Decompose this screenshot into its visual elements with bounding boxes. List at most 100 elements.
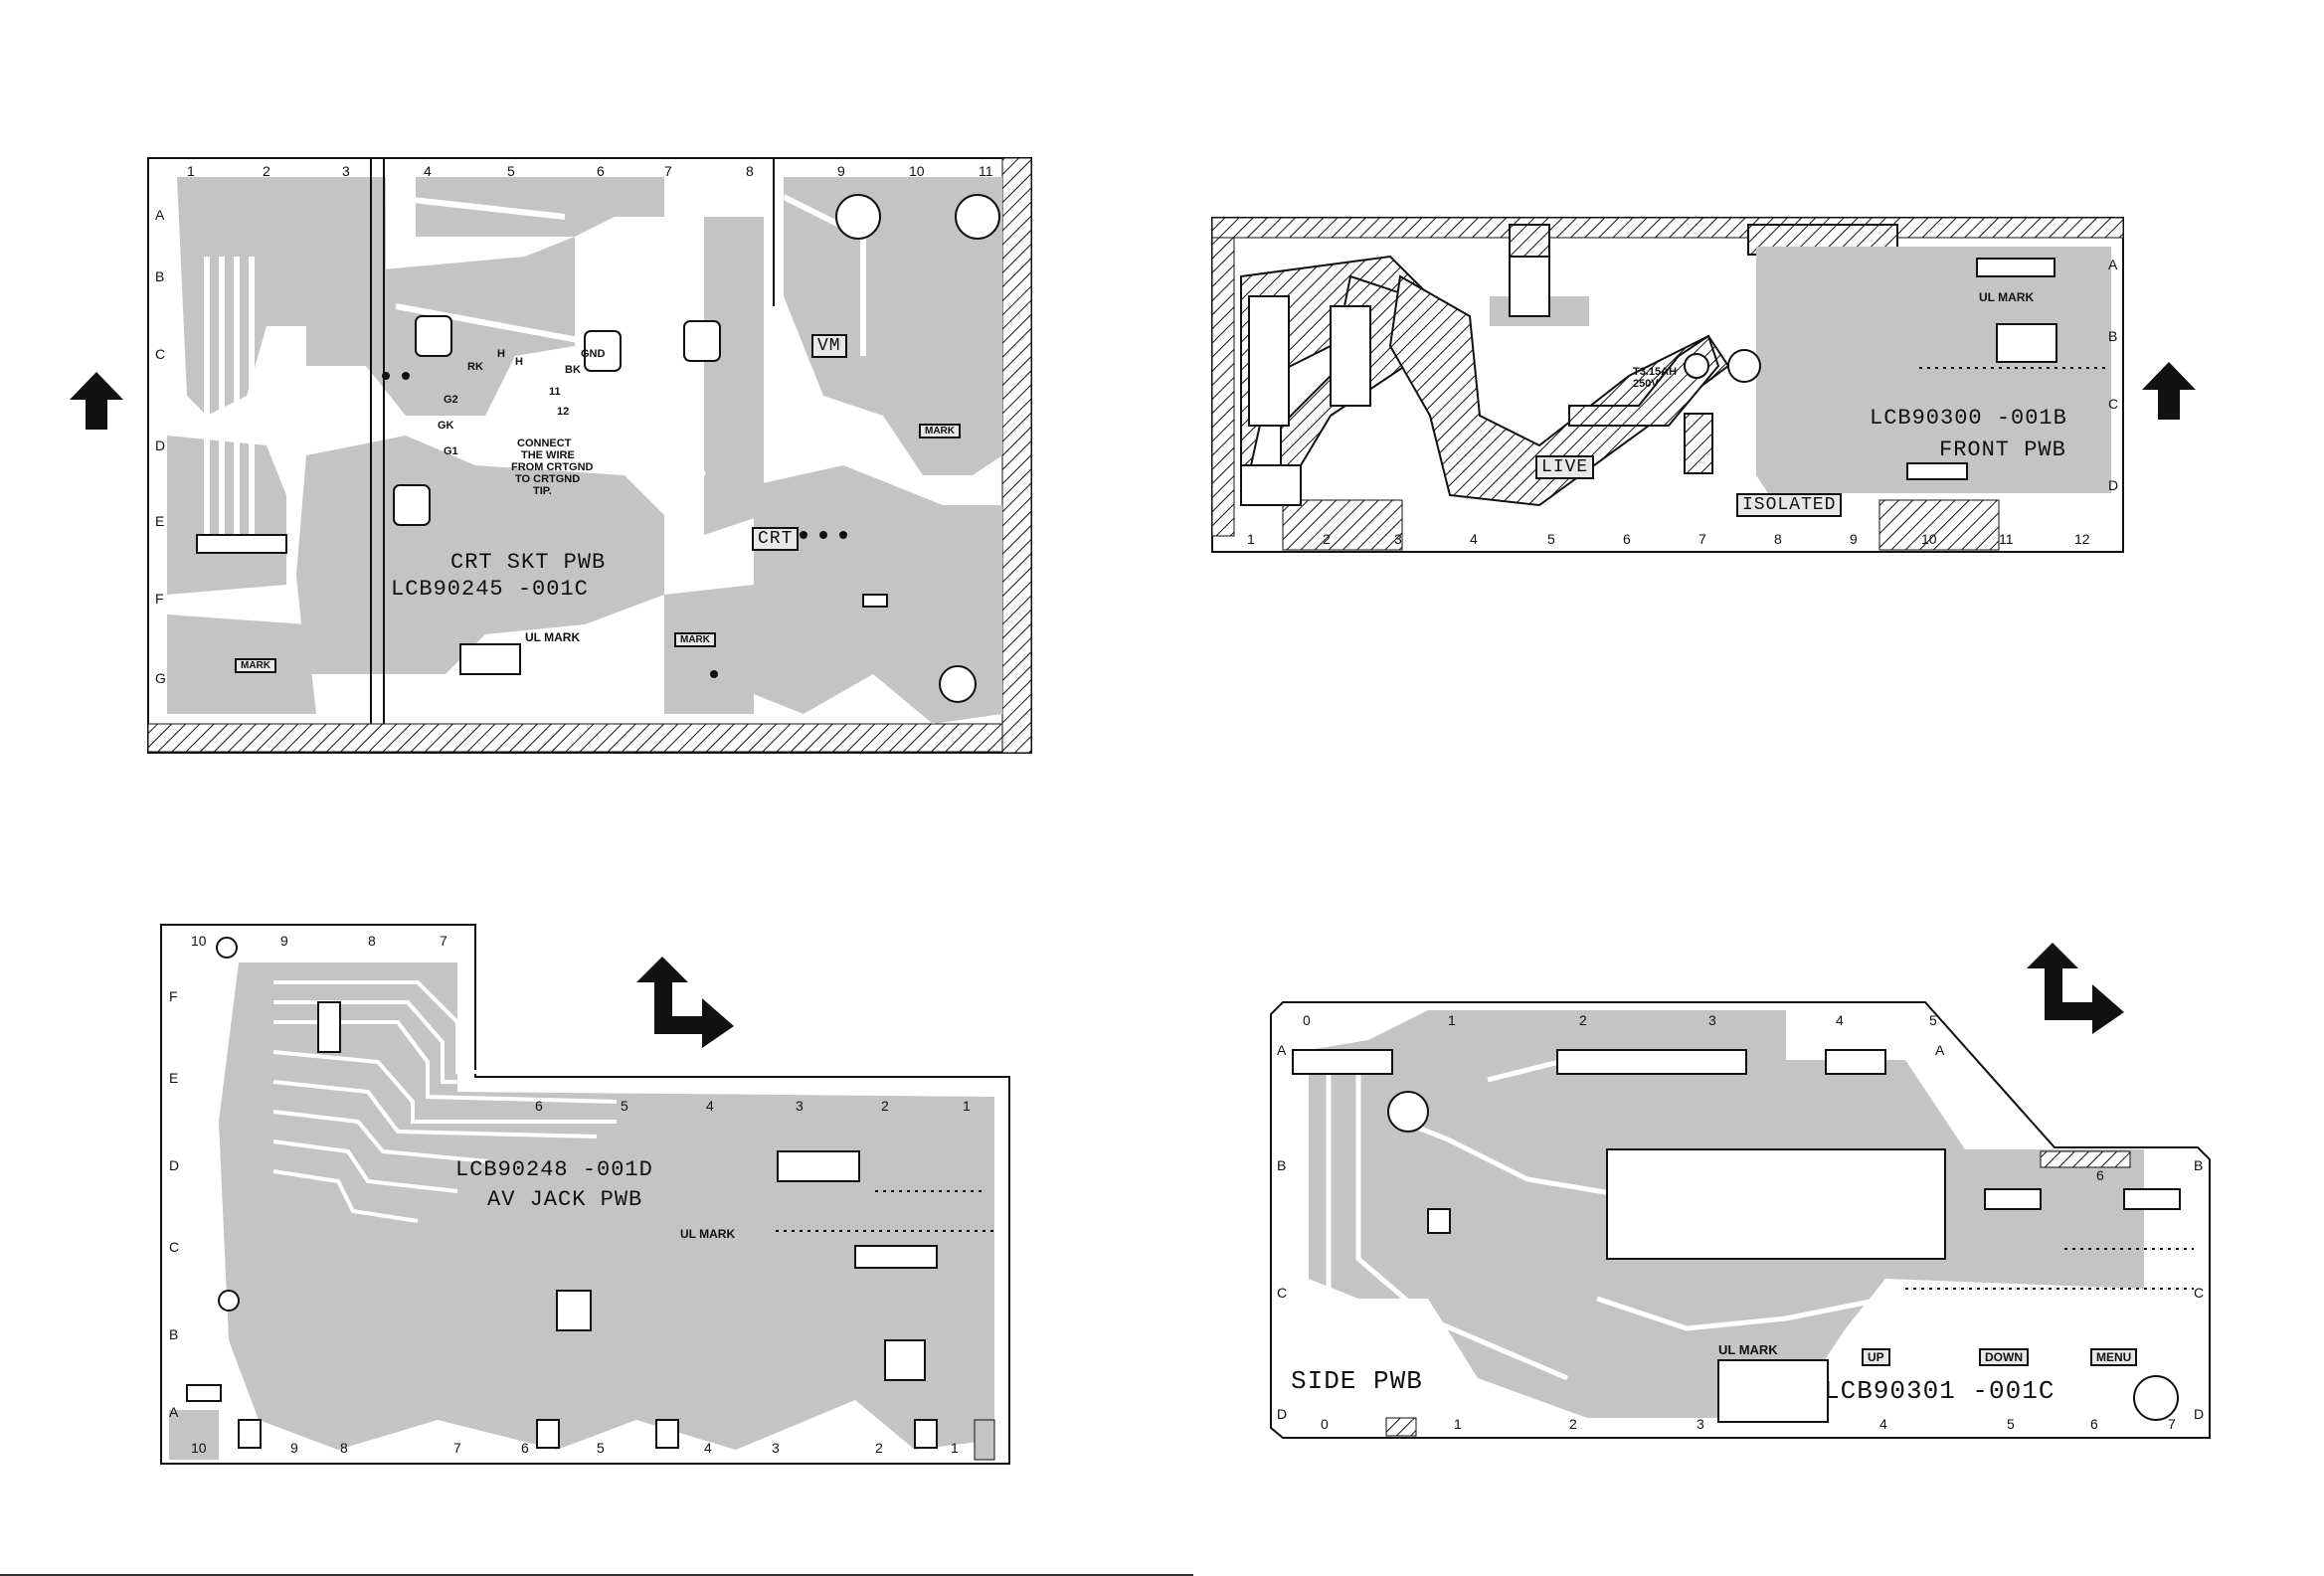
side-board-code: LCB90301 -001C xyxy=(1824,1376,2056,1406)
side-col-6: 6 xyxy=(2096,1167,2104,1183)
side-row-d: D xyxy=(1277,1406,1288,1422)
front-board-layout xyxy=(1211,217,2124,553)
crt-label-h: H xyxy=(515,356,523,368)
av-col-3: 3 xyxy=(796,1098,804,1114)
front-fuse-label: T3.15AH 250V xyxy=(1633,366,1678,390)
av-col-bottom-7: 7 xyxy=(453,1440,461,1456)
av-col-10: 10 xyxy=(191,933,207,949)
crt-label-gk: GK xyxy=(438,420,454,432)
crt-col-1: 1 xyxy=(187,163,195,179)
side-col-1: 1 xyxy=(1448,1012,1456,1028)
crt-label-h: H xyxy=(497,348,505,360)
av-row-f: F xyxy=(169,988,178,1004)
crt-col-2: 2 xyxy=(263,163,270,179)
side-col-bottom-1: 1 xyxy=(1454,1416,1462,1432)
av-col-bottom-8: 8 xyxy=(340,1440,348,1456)
crt-tag-mark: MARK xyxy=(674,632,716,647)
side-col-5: 5 xyxy=(1929,1012,1937,1028)
front-row-c: C xyxy=(2108,396,2119,412)
av-col-bottom-3: 3 xyxy=(772,1440,780,1456)
side-board-layout xyxy=(1270,1001,2211,1439)
front-tag-live: LIVE xyxy=(1535,455,1595,479)
front-tag-isolated: ISOLATED xyxy=(1736,493,1843,517)
av-col-bottom-2: 2 xyxy=(875,1440,883,1456)
crt-tag-mark: MARK xyxy=(919,424,961,438)
crt-col-8: 8 xyxy=(746,163,754,179)
av-board-name: AV JACK PWB xyxy=(487,1187,643,1212)
crt-row-c: C xyxy=(155,346,166,362)
side-col-bottom-0: 0 xyxy=(1321,1416,1329,1432)
side-col-bottom-5: 5 xyxy=(2007,1416,2015,1432)
crt-connect-note-2: THE WIRE xyxy=(521,449,575,461)
av-col-2: 2 xyxy=(881,1098,889,1114)
crt-label-rk: RK xyxy=(467,361,483,373)
crt-tag-mark: MARK xyxy=(235,658,276,673)
side-col-bottom-2: 2 xyxy=(1569,1416,1577,1432)
crt-col-9: 9 xyxy=(837,163,845,179)
front-col-9: 9 xyxy=(1850,531,1858,547)
av-col-5: 5 xyxy=(621,1098,628,1114)
side-pwb-board: SIDE PWB LCB90301 -001C UL MARK UP DOWN … xyxy=(1269,1000,2214,1448)
crt-connect-note-1: CONNECT xyxy=(517,438,572,449)
front-col-12: 12 xyxy=(2074,531,2090,547)
side-row-b: B xyxy=(1277,1157,1287,1173)
side-col-bottom-4: 4 xyxy=(1879,1416,1887,1432)
front-col-8: 8 xyxy=(1774,531,1782,547)
crt-col-4: 4 xyxy=(424,163,432,179)
crt-row-a: A xyxy=(155,207,165,223)
footer-divider xyxy=(0,1574,1193,1576)
crt-row-d: D xyxy=(155,438,166,453)
av-board-code: LCB90248 -001D xyxy=(455,1157,653,1182)
side-col-3: 3 xyxy=(1708,1012,1716,1028)
front-row-d: D xyxy=(2108,477,2119,493)
up-arrow-icon xyxy=(2142,362,2196,420)
crt-label-g2: G2 xyxy=(444,394,458,406)
crt-board-code: LCB90245 -001C xyxy=(391,577,589,602)
side-row-d-right: D xyxy=(2194,1406,2205,1422)
crt-col-7: 7 xyxy=(664,163,672,179)
av-jack-pwb-board: LCB90248 -001D AV JACK PWB UL MARK 10 9 … xyxy=(159,923,1014,1466)
av-col-8: 8 xyxy=(368,933,376,949)
av-col-bottom-5: 5 xyxy=(597,1440,605,1456)
turn-right-arrow-icon xyxy=(636,957,734,1048)
av-col-4: 4 xyxy=(706,1098,714,1114)
av-col-bottom-1: 1 xyxy=(951,1440,959,1456)
crt-row-g: G xyxy=(155,670,166,686)
av-col-bottom-10: 10 xyxy=(191,1440,207,1456)
front-pwb-board: LCB90300 -001B FRONT PWB LIVE ISOLATED U… xyxy=(1211,217,2126,555)
front-col-4: 4 xyxy=(1470,531,1478,547)
av-col-bottom-4: 4 xyxy=(704,1440,712,1456)
side-col-bottom-3: 3 xyxy=(1697,1416,1704,1432)
crt-col-5: 5 xyxy=(507,163,515,179)
av-col-bottom-6: 6 xyxy=(521,1440,529,1456)
front-col-11: 11 xyxy=(1999,531,2014,547)
side-button-menu: MENU xyxy=(2090,1348,2138,1366)
front-board-name: FRONT PWB xyxy=(1939,438,2066,462)
av-col-7: 7 xyxy=(440,933,447,949)
side-row-c: C xyxy=(1277,1285,1288,1301)
crt-board-name: CRT SKT PWB xyxy=(450,550,607,575)
av-row-b: B xyxy=(169,1326,179,1342)
front-col-7: 7 xyxy=(1698,531,1706,547)
crt-row-b: B xyxy=(155,268,165,284)
crt-label-11: 11 xyxy=(549,386,561,398)
side-col-0: 0 xyxy=(1303,1012,1311,1028)
crt-col-11: 11 xyxy=(979,163,993,179)
av-ul-mark: UL MARK xyxy=(680,1227,736,1241)
crt-label-bk: BK xyxy=(565,364,581,376)
av-row-d: D xyxy=(169,1157,180,1173)
crt-col-6: 6 xyxy=(597,163,605,179)
av-col-bottom-9: 9 xyxy=(290,1440,298,1456)
side-ul-mark: UL MARK xyxy=(1718,1342,1778,1357)
side-col-bottom-6: 6 xyxy=(2090,1416,2098,1432)
av-row-a: A xyxy=(169,1404,179,1420)
crt-row-e: E xyxy=(155,513,165,529)
crt-connect-note-3: FROM CRTGND xyxy=(511,461,594,473)
crt-col-3: 3 xyxy=(342,163,350,179)
front-col-10: 10 xyxy=(1921,531,1937,547)
crt-row-f: F xyxy=(155,591,164,607)
up-arrow-icon xyxy=(70,372,123,430)
crt-label-gnd: GND xyxy=(581,348,606,360)
front-col-3: 3 xyxy=(1394,531,1402,547)
turn-right-arrow-icon xyxy=(2027,943,2124,1034)
